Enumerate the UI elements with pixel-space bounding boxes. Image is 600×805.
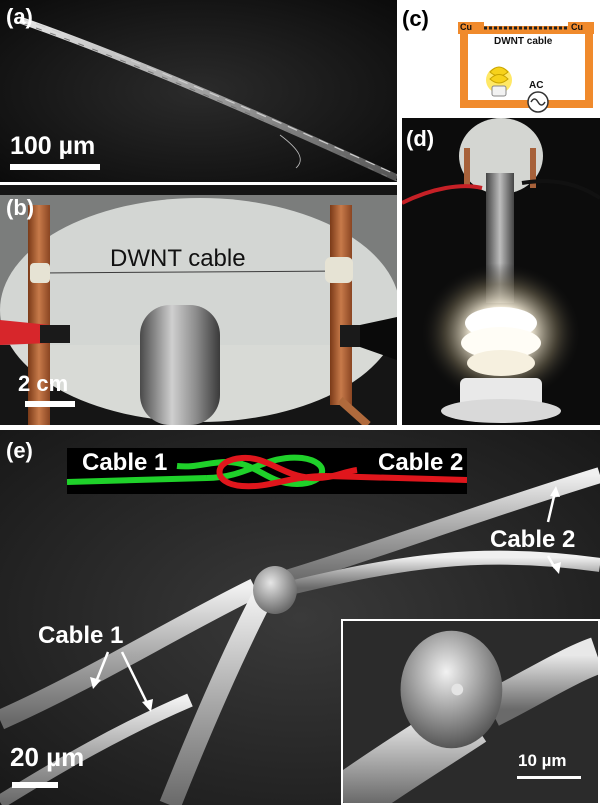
panel-e-knot-sem: 10 µm (e) Cable 1 Cable 2 Cable 2 Cable … [0,430,600,805]
electrode-left-label: Cu [460,22,472,32]
panel-a-scale-bar [10,164,100,170]
annotation-cable2: Cable 2 [490,526,576,553]
bulb-icon [486,66,512,97]
knot-label-cable2: Cable 2 [378,449,464,476]
panel-a-label: (a) [6,4,33,29]
circuit-cable-label: DWNT cable [494,36,553,47]
panel-b-scale-bar [25,401,75,407]
panel-b-label: (b) [6,195,35,220]
panel-b-cable-label: DWNT cable [110,245,246,272]
panel-e-scale-label: 20 µm [10,742,85,772]
sem-twisted-cable-image [0,0,397,182]
panel-a-scale-label: 100 µm [10,132,96,160]
ac-source-label: AC [529,80,544,91]
annotation-cable1: Cable 1 [38,622,124,649]
panel-b-scale-label: 2 cm [18,371,69,396]
panel-d-label: (d) [406,126,435,151]
inset-scale-label: 10 µm [518,751,567,770]
panel-b-cable-photo: (b) DWNT cable 2 cm [0,185,397,425]
knot-label-cable1: Cable 1 [82,449,168,476]
electrode-right-label: Cu [571,22,583,32]
circuit-diagram [458,22,594,113]
lit-bulb-photo [402,118,600,425]
panel-e-label: (e) [6,438,33,463]
inset-scale-bar [517,776,581,779]
ac-source-icon [527,91,549,113]
knot-schematic [67,448,467,494]
panel-c-circuit-schematic: (c) Cu Cu DWNT cable AC [402,0,600,113]
panel-a-sem-cable: (a) 100 µm [0,0,397,182]
knot-closeup-image [343,621,598,803]
panel-d-bulb-photo: (d) [402,118,600,425]
knot-closeup-inset: 10 µm [341,619,600,805]
cable-holder-photo [0,185,397,425]
panel-c-label: (c) [402,6,429,31]
panel-e-scale-bar [12,782,58,788]
